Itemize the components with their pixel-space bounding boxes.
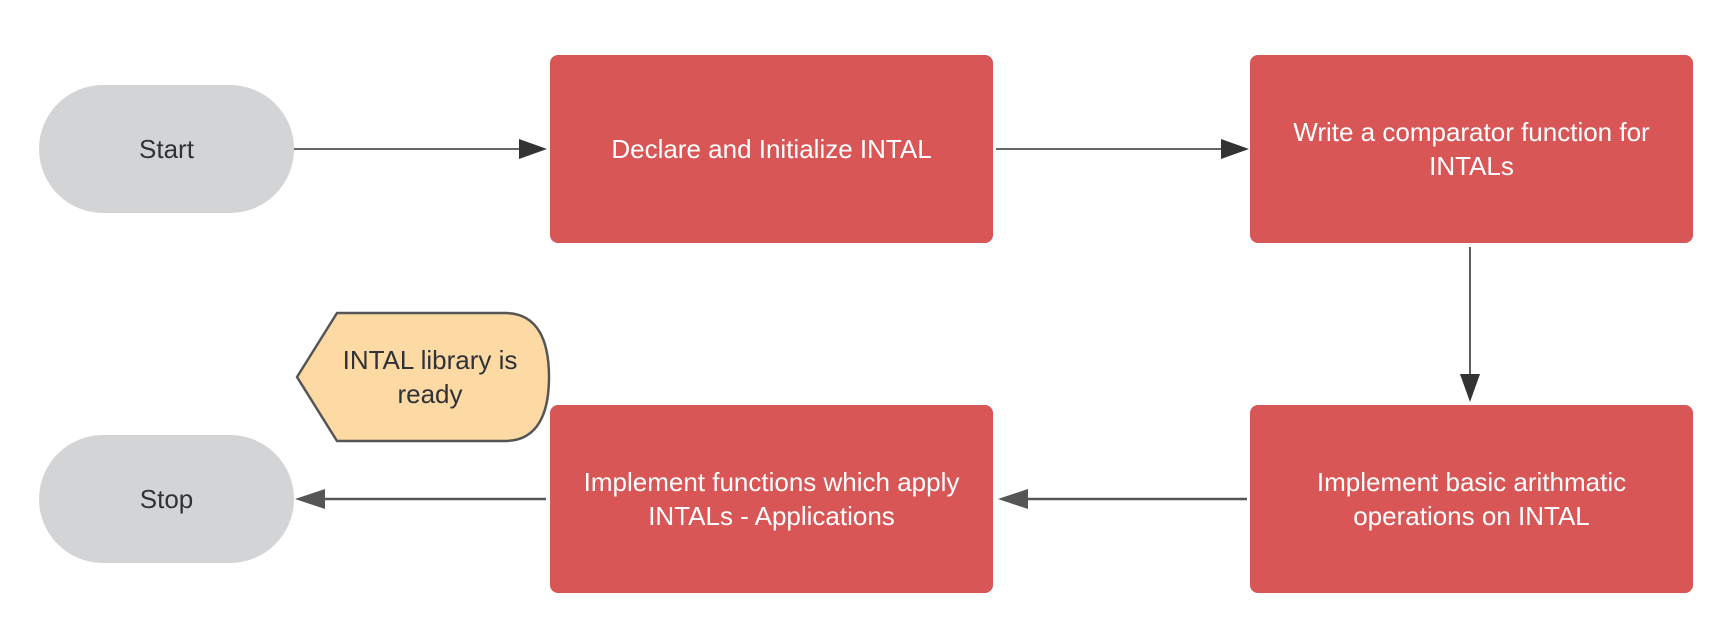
connector-declare-to-comparator xyxy=(996,139,1249,159)
stop-label: Stop xyxy=(139,484,194,514)
declare-process-box: Declare and Initialize INTAL xyxy=(550,55,993,243)
start-terminal: Start xyxy=(39,85,294,213)
start-label: Start xyxy=(139,134,194,164)
arithmetic-process-box: Implement basic arithmatic operations on… xyxy=(1250,405,1693,593)
declare-label: Declare and Initialize INTAL xyxy=(611,134,932,164)
comparator-process-box: Write a comparator function for INTALs xyxy=(1250,55,1693,243)
connector-applications-to-stop xyxy=(295,489,546,509)
applications-process-box: Implement functions which apply INTALs -… xyxy=(550,405,993,593)
comparator-label: Write a comparator function for INTALs xyxy=(1293,117,1650,181)
stop-terminal: Stop xyxy=(39,435,294,563)
connector-arithmetic-to-applications xyxy=(998,489,1247,509)
connector-start-to-declare xyxy=(294,139,547,159)
connector-comparator-to-arithmetic xyxy=(1460,247,1480,402)
arithmetic-label: Implement basic arithmatic operations on… xyxy=(1316,467,1627,531)
applications-label: Implement functions which apply INTALs -… xyxy=(583,467,960,531)
ready-label: INTAL library is ready xyxy=(342,345,518,409)
ready-display-shape xyxy=(295,311,551,443)
ready-display-label-box: INTAL library is ready xyxy=(320,311,540,443)
